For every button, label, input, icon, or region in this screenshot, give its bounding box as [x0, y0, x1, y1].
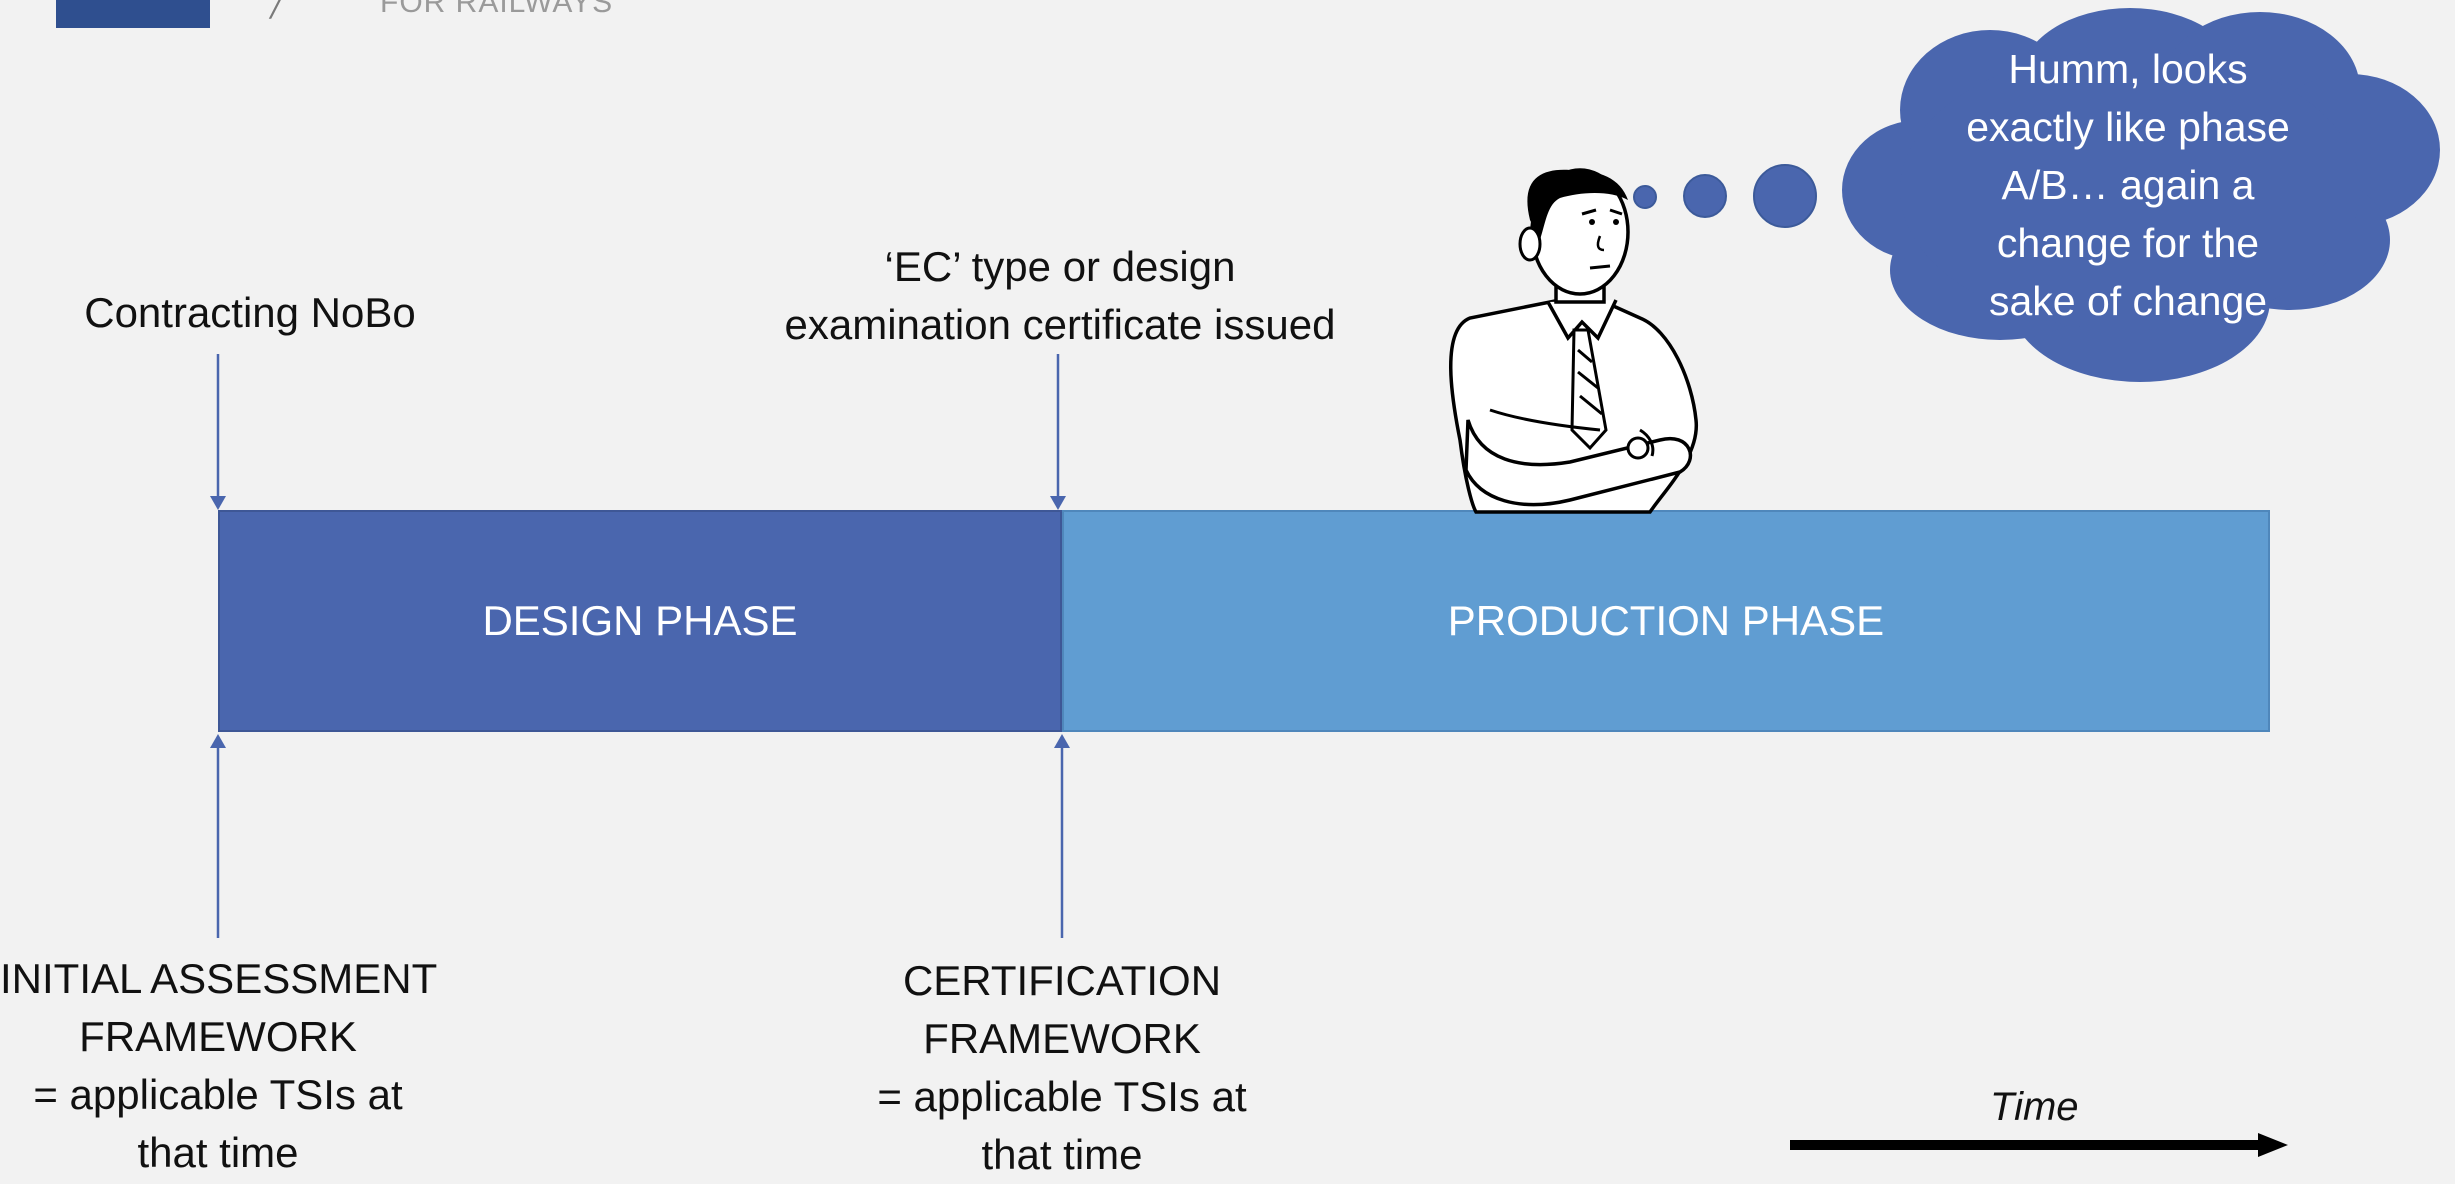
production-phase-label: PRODUCTION PHASE: [1447, 597, 1885, 644]
thought-line-2: exactly like phase: [1966, 104, 2290, 150]
certificate-line-2: examination certificate issued: [784, 301, 1336, 348]
man-hair: [1527, 169, 1628, 240]
thought-dot-medium: [1683, 174, 1727, 218]
certification-framework-label: CERTIFICATION FRAMEWORK = applicable TSI…: [862, 952, 1262, 1184]
initial-framework-line-3: = applicable TSIs at: [33, 1071, 403, 1118]
certification-framework-line-2: FRAMEWORK: [923, 1015, 1201, 1062]
production-phase-bar: PRODUCTION PHASE: [1062, 510, 2270, 732]
thought-bubble-text: Humm, looks exactly like phase A/B… agai…: [1928, 40, 2328, 330]
logo-block: [56, 0, 210, 28]
man-watch: [1626, 436, 1650, 460]
design-phase-bar: DESIGN PHASE: [218, 510, 1062, 732]
design-phase-label: DESIGN PHASE: [482, 597, 798, 644]
initial-framework-arrow-head: [210, 734, 226, 748]
initial-assessment-framework-label: INITIAL ASSESSMENT FRAMEWORK = applicabl…: [0, 950, 438, 1182]
thought-line-5: sake of change: [1988, 278, 2268, 324]
time-axis-label: Time: [1990, 1085, 2079, 1129]
contracting-arrow-head: [210, 496, 226, 510]
thought-dot-small: [1633, 185, 1657, 209]
certification-framework-arrow-head: [1054, 734, 1070, 748]
initial-framework-line-4: that time: [137, 1129, 299, 1176]
certification-framework-line-3: = applicable TSIs at: [877, 1073, 1247, 1120]
certification-framework-line-1: CERTIFICATION: [902, 957, 1222, 1004]
contracting-nobo-label: Contracting NoBo: [84, 289, 416, 336]
man-tie: [1570, 328, 1608, 451]
thought-line-3: A/B… again a: [2001, 162, 2255, 208]
logo-mark-icon: ╱: [270, 0, 287, 18]
thought-cloud: [1842, 8, 2440, 382]
man-arms: [1464, 419, 1692, 507]
certificate-issued-label: ‘EC’ type or design examination certific…: [720, 238, 1400, 354]
time-axis-arrow-head: [2258, 1133, 2288, 1157]
certification-framework-line-4: that time: [981, 1131, 1143, 1178]
man-collar: [1546, 299, 1618, 342]
certificate-arrow-head: [1050, 496, 1066, 510]
initial-framework-line-2: FRAMEWORK: [79, 1013, 357, 1060]
thought-line-1: Humm, looks: [2008, 46, 2248, 92]
initial-framework-line-1: INITIAL ASSESSMENT: [0, 955, 438, 1002]
certificate-line-1: ‘EC’ type or design: [884, 243, 1236, 290]
logo-text: FOR RAILWAYS: [380, 0, 614, 19]
thought-dot-large: [1753, 164, 1817, 228]
thought-line-4: change for the: [1996, 220, 2260, 266]
